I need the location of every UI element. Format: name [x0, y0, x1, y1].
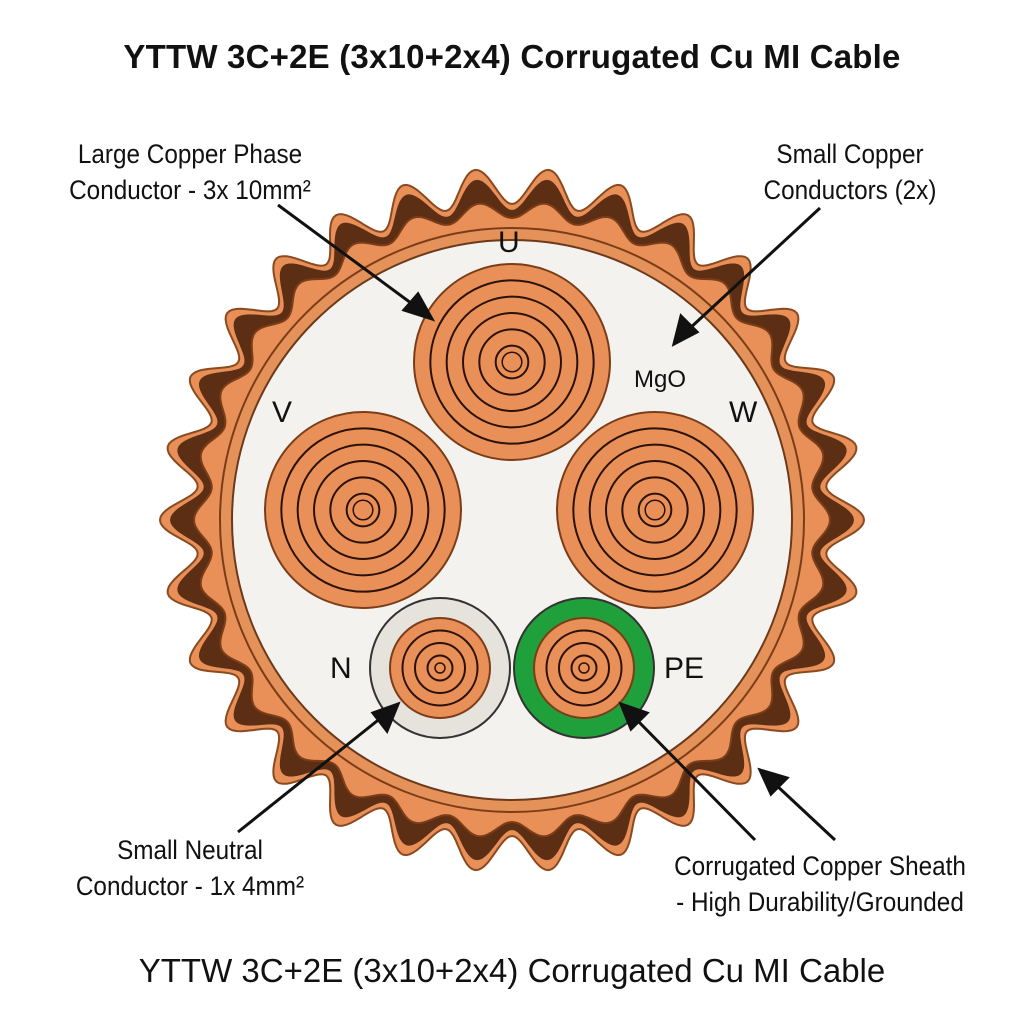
label-mgo-insulation: MgO — [634, 366, 687, 393]
phase-conductor-u-strand-ring — [462, 312, 562, 412]
phase-conductor-u-strand-ring — [494, 344, 530, 380]
conductors-group — [264, 263, 754, 739]
callout-phase-line-2: Conductor - 3x 10mm² — [69, 175, 311, 205]
phase-conductor-u-strand-ring — [445, 295, 579, 429]
neutral-conductor-strand-ring — [414, 642, 466, 694]
earth-conductor-pe-core — [578, 662, 590, 674]
phase-conductor-u-strand-ring — [478, 328, 546, 396]
phase-conductor-w-strand-ring — [605, 460, 705, 560]
diagram-title: YTTW 3C+2E (3x10+2x4) Corrugated Cu MI C… — [123, 38, 901, 75]
label-earth-pe: PE — [664, 652, 705, 685]
phase-conductor-w — [556, 411, 754, 609]
phase-conductor-v-strand-ring — [296, 443, 430, 577]
phase-conductor-w-strand-ring — [572, 427, 738, 593]
arrowhead-neutral — [370, 701, 401, 734]
phase-conductor-v-strand-ring — [313, 460, 413, 560]
leader-sheath — [773, 782, 837, 842]
phase-conductor-v — [264, 411, 462, 609]
callout-phase-line-1: Large Copper Phase — [77, 139, 303, 169]
callout-small-line-2: Conductors (2x) — [763, 175, 937, 205]
earth-conductor-pe-strand-ring — [545, 629, 623, 707]
callout-small-conductors: Small Copper Conductors (2x) — [742, 136, 958, 208]
phase-conductor-u-strand-ring — [429, 279, 595, 445]
leader-lines — [237, 203, 837, 842]
label-phase-w: W — [729, 396, 758, 429]
phase-conductor-v-strand-ring — [345, 492, 381, 528]
callout-copper-sheath: Corrugated Copper Sheath - High Durabili… — [640, 848, 1000, 920]
phase-conductor-w-strand-ring — [637, 492, 673, 528]
label-neutral-n: N — [330, 652, 352, 685]
label-phase-u: U — [498, 226, 520, 259]
phase-conductor-w-strand-ring — [621, 476, 689, 544]
leader-small — [686, 206, 822, 332]
earth-conductor-pe-strand-ring — [558, 642, 610, 694]
phase-conductor-w-strand-ring — [588, 443, 722, 577]
footer-title: YTTW 3C+2E (3x10+2x4) Corrugated Cu MI C… — [138, 952, 886, 989]
arrowhead-phase — [401, 291, 436, 322]
callout-neutral-line-2: Conductor - 1x 4mm² — [75, 871, 305, 901]
arrowhead-sheath — [757, 767, 790, 797]
neutral-conductor-strand-ring — [426, 654, 454, 682]
label-phase-v: V — [272, 396, 293, 429]
leader-phase — [277, 203, 416, 308]
callout-neutral-line-1: Small Neutral — [117, 835, 263, 865]
phase-conductor-v-core — [352, 499, 374, 521]
callout-small-line-1: Small Copper — [776, 139, 924, 169]
arrowhead-pe — [618, 701, 650, 732]
neutral-conductor-strand-ring — [401, 629, 479, 707]
phase-conductor-v-strand-ring — [280, 427, 446, 593]
arrowhead-small — [671, 313, 700, 347]
callout-sheath-line-2: - High Durability/Grounded — [676, 887, 964, 917]
neutral-conductor-core — [434, 662, 446, 674]
leader-neutral — [237, 715, 383, 834]
callout-sheath-line-1: Corrugated Copper Sheath — [674, 851, 966, 881]
phase-conductor-u-core — [501, 351, 523, 373]
leader-pe — [633, 716, 757, 842]
earth-conductor-pe-strand-ring — [570, 654, 598, 682]
phase-conductor-v-strand-ring — [329, 476, 397, 544]
phase-conductor-u — [413, 263, 611, 461]
phase-conductor-w-core — [644, 499, 666, 521]
neutral-conductor — [369, 597, 511, 739]
callout-phase-conductor: Large Copper Phase Conductor - 3x 10mm² — [37, 136, 343, 208]
callout-neutral-conductor: Small Neutral Conductor - 1x 4mm² — [46, 832, 334, 904]
